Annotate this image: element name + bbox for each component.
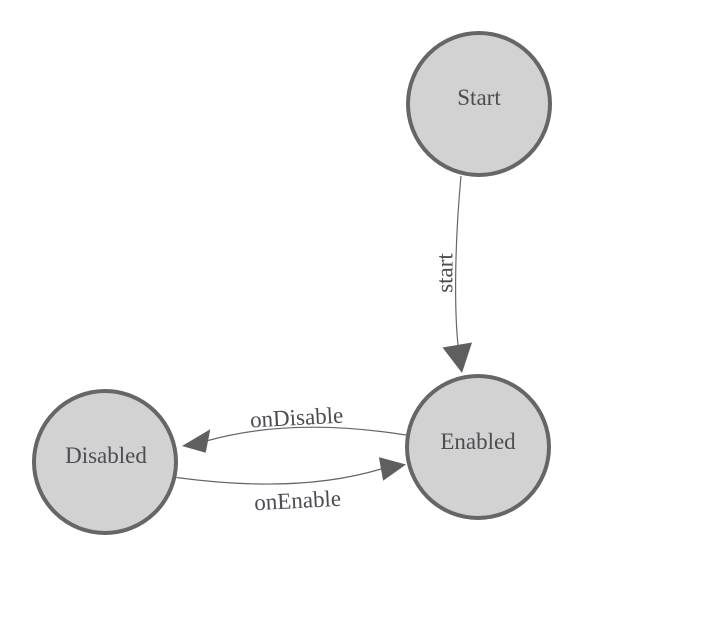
- state-node-enabled[interactable]: Enabled: [405, 374, 551, 520]
- state-circle-enabled[interactable]: [405, 374, 551, 520]
- edge-line: [176, 468, 382, 485]
- edge-label-ondisable: onDisable: [249, 403, 343, 433]
- arrowhead-icon: [182, 429, 211, 453]
- edge-line: [455, 175, 462, 346]
- edge-label-start: start: [433, 253, 458, 293]
- edge-start-to-enabled: start: [433, 175, 472, 373]
- state-label-start: Start: [457, 85, 501, 110]
- state-circle-disabled[interactable]: [32, 389, 178, 535]
- edge-label-onenable: onEnable: [254, 486, 342, 516]
- state-node-start[interactable]: Start: [406, 31, 552, 177]
- state-circle-start[interactable]: [406, 31, 552, 177]
- state-node-disabled[interactable]: Disabled: [32, 389, 178, 535]
- state-label-disabled: Disabled: [65, 443, 147, 468]
- edge-disabled-to-enabled: onEnable: [176, 457, 406, 516]
- arrowhead-icon: [442, 342, 472, 373]
- edge-enabled-to-disabled: onDisable: [182, 403, 407, 453]
- arrowhead-icon: [378, 457, 406, 481]
- state-label-enabled: Enabled: [440, 429, 516, 454]
- edge-line: [207, 426, 407, 442]
